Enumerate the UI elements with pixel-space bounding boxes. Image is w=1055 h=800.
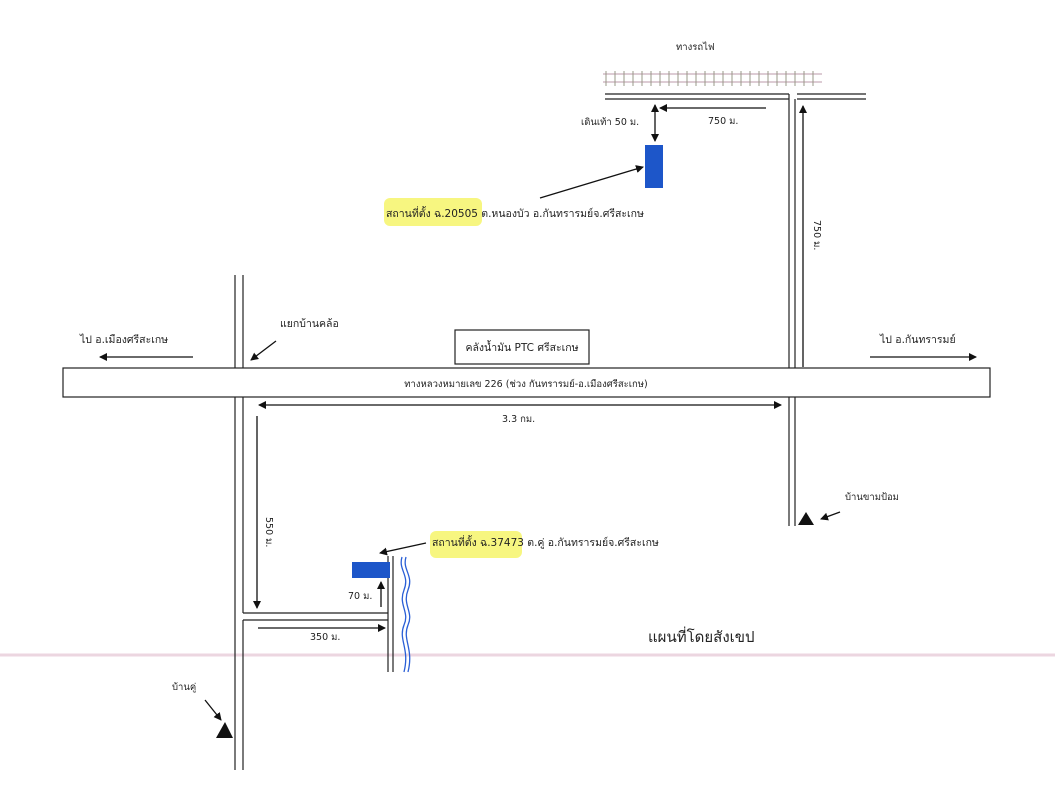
walk-label: เดินเท้า 50 ม. xyxy=(581,117,639,128)
to-right-label: ไป อ.กันทรารมย์ xyxy=(879,333,956,346)
dist-350: 350 ม. xyxy=(310,632,340,643)
site-2-label: สถานที่ตั้ง ฉ.37473 ต.คู่ อ.กันทรารมย์จ.… xyxy=(432,535,659,549)
site-1-code: สถานที่ตั้ง ฉ.20505 xyxy=(386,206,478,220)
highlight-site-1 xyxy=(384,198,482,226)
arrow-village-2 xyxy=(204,699,222,721)
to-left-label: ไป อ.เมืองศรีสะเกษ xyxy=(79,333,168,346)
site-1-marker xyxy=(645,145,663,188)
dist-70: 70 ม. xyxy=(348,591,372,602)
junction-label: แยกบ้านคล้อ xyxy=(280,318,339,330)
village-1-marker-icon xyxy=(798,512,814,525)
railway xyxy=(603,71,822,86)
highlight-site-2 xyxy=(430,531,522,558)
dist-3-3km: 3.3 กม. xyxy=(502,414,535,425)
road-left-vertical xyxy=(234,275,244,770)
railway-label: ทางรถไฟ xyxy=(676,41,715,53)
village-2-marker-icon xyxy=(216,722,233,738)
village-2-label: บ้านคู่ xyxy=(172,682,196,693)
road-right-vertical xyxy=(788,94,796,526)
main-road-label: ทางหลวงหมายเลข 226 (ช่วง กันทรารมย์-อ.เม… xyxy=(404,378,647,390)
river xyxy=(400,556,411,673)
site-2-code: สถานที่ตั้ง ฉ.37473 xyxy=(432,535,524,549)
main-road xyxy=(62,367,991,398)
dist-750-vertical: 750 ม. xyxy=(811,220,822,250)
road-top xyxy=(605,93,866,100)
dist-750-horizontal: 750 ม. xyxy=(708,116,738,127)
site-1-label: สถานที่ตั้ง ฉ.20505 ต.หนองบัว อ.กันทรารม… xyxy=(386,206,644,220)
arrow-site-2 xyxy=(379,542,427,556)
arrow-junction xyxy=(250,340,277,361)
depot-box xyxy=(454,329,590,365)
site-2-location: ต.คู่ อ.กันทรารมย์จ.ศรีสะเกษ xyxy=(524,536,659,549)
arrow-site-1 xyxy=(539,165,644,199)
site-1-location: ต.หนองบัว อ.กันทรารมย์จ.ศรีสะเกษ xyxy=(478,207,644,220)
arrow-village-1 xyxy=(820,511,841,521)
dist-550: 550 ม. xyxy=(263,517,274,547)
depot-label: คลังน้ำมัน PTC ศรีสะเกษ xyxy=(465,340,578,354)
map-title: แผนที่โดยสังเขป xyxy=(648,626,755,646)
site-2-marker xyxy=(352,562,390,578)
village-1-label: บ้านขามป้อม xyxy=(845,492,899,503)
